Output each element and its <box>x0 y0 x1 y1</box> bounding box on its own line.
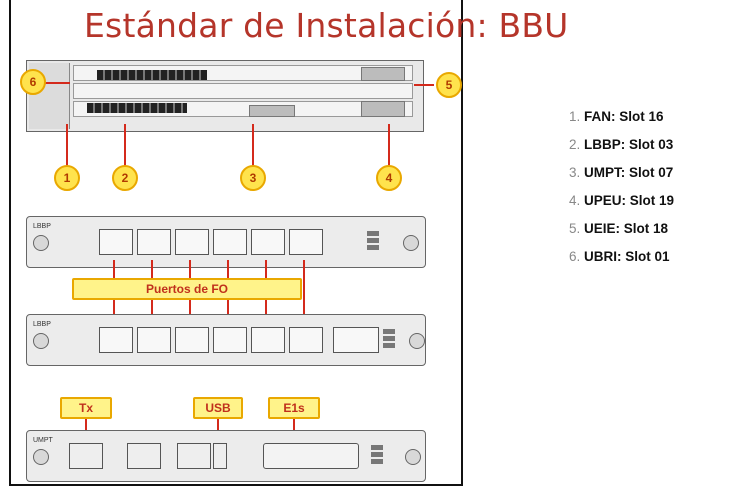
umpt-card: UMPT <box>26 430 426 482</box>
legend-item: 2. LBBP: Slot 03 <box>569 137 674 152</box>
card-label: LBBP <box>33 321 51 328</box>
fiber-line <box>303 260 305 338</box>
bbu-chassis <box>26 60 424 132</box>
sfp-port <box>137 229 171 255</box>
slot-row-2 <box>73 83 413 99</box>
sfp-port <box>251 229 285 255</box>
slot-legend: 1. FAN: Slot 16 2. LBBP: Slot 03 3. UMPT… <box>569 109 674 277</box>
ueie-block <box>361 67 405 81</box>
card-label: LBBP <box>33 223 51 230</box>
usb-tag: USB <box>193 397 243 419</box>
legend-item: 5. UEIE: Slot 18 <box>569 221 669 236</box>
sfp-port <box>99 229 133 255</box>
callout-4: 4 <box>376 165 402 191</box>
callout-line-5 <box>414 84 434 86</box>
callout-3: 3 <box>240 165 266 191</box>
sfp-port <box>175 229 209 255</box>
screw-icon <box>33 235 49 251</box>
screw-icon <box>33 449 49 465</box>
led-indicators <box>383 327 411 353</box>
led-indicators <box>367 229 395 255</box>
card-label: UMPT <box>33 437 53 444</box>
legend-item: 6. UBRI: Slot 01 <box>569 249 670 264</box>
diagram-frame <box>9 0 463 486</box>
upeu-block <box>361 101 405 117</box>
callout-line-3 <box>252 124 254 168</box>
sfp-port <box>99 327 133 353</box>
rj45-port <box>127 443 161 469</box>
sfp-port <box>213 229 247 255</box>
ubri-ports <box>97 70 207 80</box>
rj45-port <box>177 443 211 469</box>
callout-1: 1 <box>54 165 80 191</box>
sfp-port <box>213 327 247 353</box>
sfp-port <box>137 327 171 353</box>
lbbp-ports <box>87 103 187 113</box>
sfp-port <box>175 327 209 353</box>
screw-icon <box>403 235 419 251</box>
callout-5: 5 <box>436 72 462 98</box>
usb-port <box>213 443 227 469</box>
sfp-port <box>333 327 379 353</box>
callout-line-2 <box>124 124 126 168</box>
lbbp-card-2: LBBP <box>26 314 426 366</box>
sfp-port <box>289 327 323 353</box>
screw-icon <box>33 333 49 349</box>
legend-item: 4. UPEU: Slot 19 <box>569 193 675 208</box>
callout-line-1 <box>66 124 68 168</box>
callout-6: 6 <box>20 69 46 95</box>
legend-item: 3. UMPT: Slot 07 <box>569 165 674 180</box>
callout-line-6 <box>40 82 70 84</box>
sfp-port <box>289 229 323 255</box>
tx-tag: Tx <box>60 397 112 419</box>
callout-line-4 <box>388 124 390 168</box>
page-title: Estándar de Instalación: BBU <box>84 6 569 45</box>
screw-icon <box>405 449 421 465</box>
sfp-port <box>251 327 285 353</box>
rj45-port <box>69 443 103 469</box>
e1-connector <box>263 443 359 469</box>
umpt-ports <box>249 105 295 117</box>
callout-2: 2 <box>112 165 138 191</box>
legend-item: 1. FAN: Slot 16 <box>569 109 664 124</box>
screw-icon <box>409 333 425 349</box>
led-indicators <box>371 443 399 469</box>
fiber-ports-tag: Puertos de FO <box>72 278 302 300</box>
e1s-tag: E1s <box>268 397 320 419</box>
lbbp-card-1: LBBP <box>26 216 426 268</box>
